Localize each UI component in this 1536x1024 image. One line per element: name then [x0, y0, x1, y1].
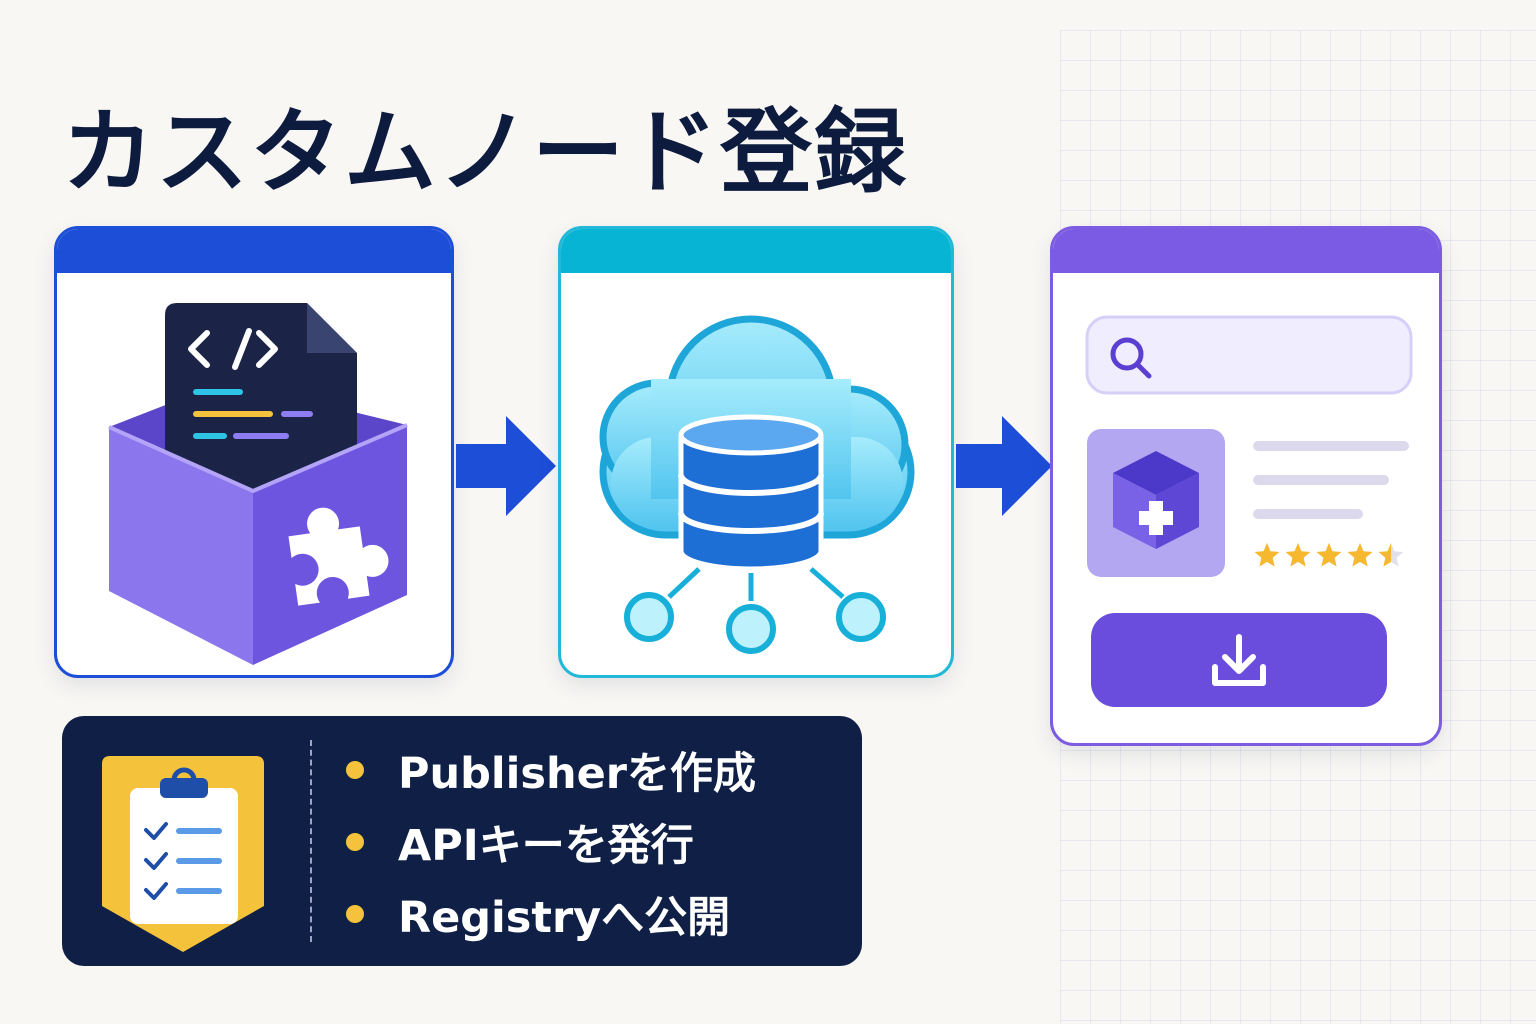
flow-arrow-1	[456, 416, 556, 516]
bullet-dot	[346, 833, 364, 851]
steps-panel: Publisherを作成 APIキーを発行 Registryへ公開	[62, 716, 862, 966]
custom-node-package-card	[54, 226, 454, 678]
box-front-face	[109, 427, 253, 665]
search-bar[interactable]	[1085, 315, 1413, 395]
flow-arrow-2	[956, 416, 1052, 516]
bullet-dot	[346, 761, 364, 779]
bullet-dot	[346, 905, 364, 923]
search-icon	[1110, 337, 1152, 379]
step-label-api-key: APIキーを発行	[398, 821, 694, 871]
star-filled-icon	[1378, 543, 1391, 567]
steps-list: Publisherを作成 APIキーを発行 Registryへ公開	[346, 734, 756, 950]
puzzle-piece-icon	[288, 507, 389, 606]
network-nodes-icon	[624, 567, 886, 654]
cloud-registry-card	[558, 226, 954, 678]
step-item: Registryへ公開	[346, 878, 756, 950]
card-header-bar	[561, 229, 951, 273]
puzzle-piece-icon	[1139, 501, 1173, 535]
database-icon	[678, 414, 824, 572]
cloud-database-illustration	[599, 315, 915, 654]
panel-divider	[310, 740, 312, 942]
step-label-publisher: Publisherを作成	[398, 749, 756, 799]
package-illustration	[108, 303, 408, 665]
step-item: APIキーを発行	[346, 806, 756, 878]
rating-stars	[1254, 543, 1404, 567]
star-filled-icon	[1347, 543, 1373, 567]
listing-text-lines	[1253, 441, 1409, 519]
star-filled-icon	[1285, 543, 1311, 567]
download-button[interactable]	[1091, 613, 1387, 707]
step-item: Publisherを作成	[346, 734, 756, 806]
step-label-registry: Registryへ公開	[398, 893, 731, 943]
card-header-bar	[57, 229, 451, 273]
checklist-clipboard-icon	[102, 756, 264, 952]
page-title: カスタムノード登録	[62, 99, 909, 206]
registry-listing-illustration	[1085, 315, 1413, 707]
star-filled-icon	[1316, 543, 1342, 567]
star-filled-icon	[1254, 543, 1280, 567]
code-brackets-icon	[188, 328, 278, 370]
registry-listing-card	[1050, 226, 1442, 746]
card-header-bar	[1053, 229, 1439, 273]
download-icon	[1212, 634, 1266, 686]
node-thumbnail	[1087, 429, 1225, 577]
